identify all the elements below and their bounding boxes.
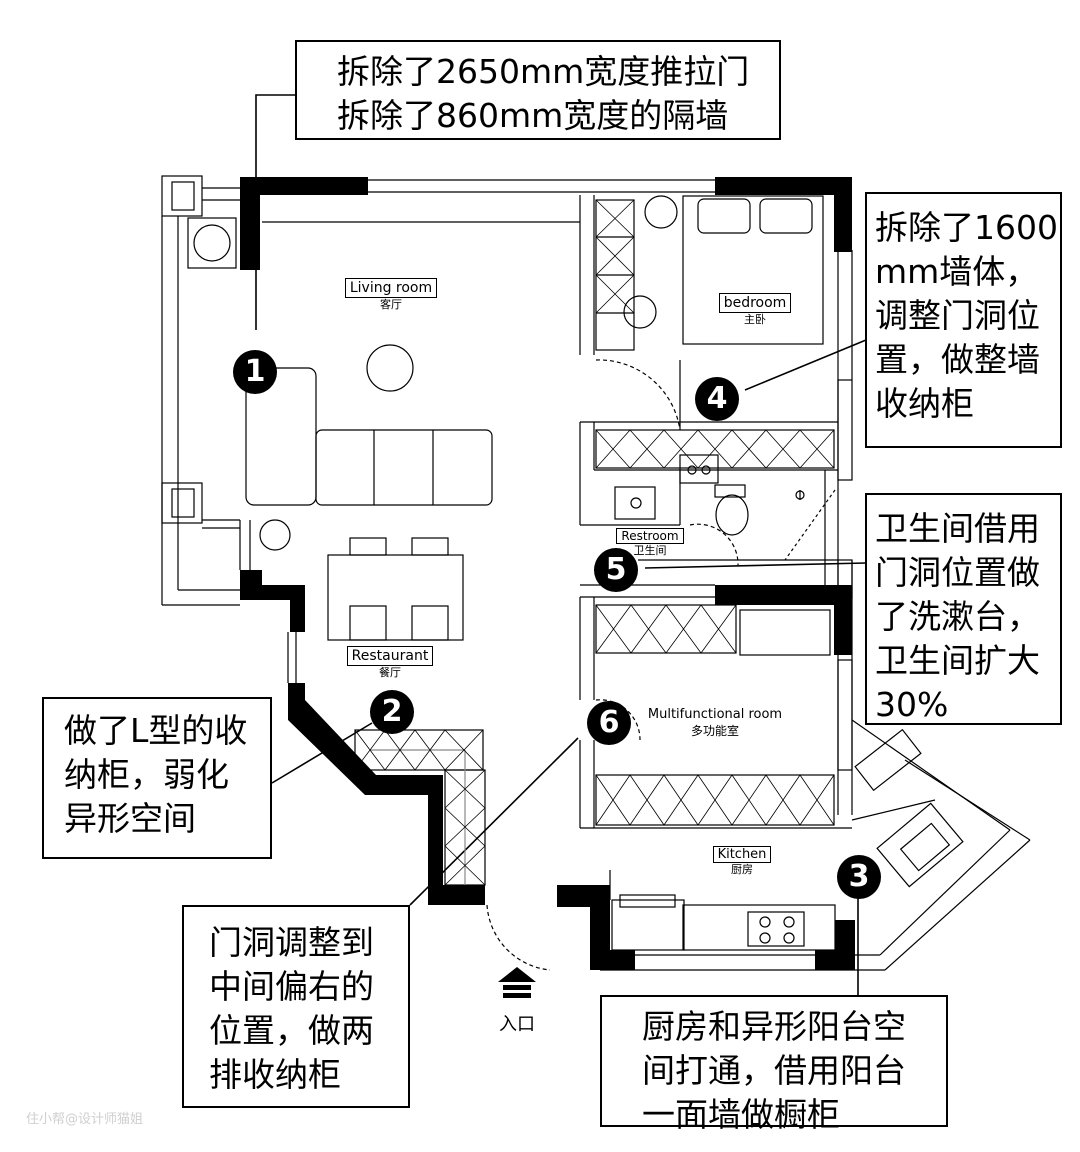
room-restaurant: Restaurant 餐厅 <box>342 645 438 680</box>
room-kitchen-en: Kitchen <box>712 846 772 863</box>
room-kitchen-cn: 厨房 <box>731 863 753 876</box>
badge-5: 5 <box>594 548 638 592</box>
callout-kitchen: 厨房和异形阳台空 间打通，借用阳台 一面墙做橱柜 <box>600 995 948 1134</box>
room-living: Living room 客厅 <box>335 277 447 312</box>
badge-2: 2 <box>370 690 414 734</box>
room-multi-en: Multifunctional room <box>647 707 783 722</box>
badge-1: 1 <box>233 350 277 394</box>
watermark: 住小帮@设计师猫姐 <box>26 1112 144 1127</box>
callout-restroom: 卫生间借用 门洞位置做 了洗漱台， 卫生间扩大 30% <box>865 493 1062 725</box>
room-restroom: Restroom 卫生间 <box>610 525 690 558</box>
badge-3: 3 <box>837 855 881 899</box>
entrance-arrow-icon <box>498 967 536 998</box>
room-living-en: Living room <box>344 278 438 298</box>
callout-remove-wall: 拆除了1600 mm墙体， 调整门洞位 置，做整墙 收纳柜 <box>865 192 1062 448</box>
thick-walls <box>240 177 855 970</box>
room-bedroom-cn: 主卧 <box>744 313 766 326</box>
room-kitchen: Kitchen 厨房 <box>708 843 776 877</box>
room-restaurant-cn: 餐厅 <box>379 666 401 679</box>
room-restaurant-en: Restaurant <box>346 646 434 666</box>
room-bedroom-en: bedroom <box>718 293 792 313</box>
callout-remove-door: 拆除了2650mm宽度推拉门 拆除了860mm宽度的隔墙 <box>295 40 781 140</box>
room-multi-cn: 多功能室 <box>690 724 739 738</box>
room-living-cn: 客厅 <box>380 298 402 311</box>
room-restroom-cn: 卫生间 <box>633 544 667 557</box>
callout-door-shift: 门洞调整到 中间偏右的 位置，做两 排收纳柜 <box>182 905 410 1108</box>
callout-l-cabinet: 做了L型的收 纳柜，弱化 异形空间 <box>42 697 272 859</box>
entrance-label: 入口 <box>499 1014 535 1035</box>
interior-walls <box>239 195 852 971</box>
cabinet-hatching <box>354 199 835 886</box>
badge-6: 6 <box>587 701 631 745</box>
room-restroom-en: Restroom <box>616 528 684 544</box>
badge-4: 4 <box>695 377 739 421</box>
room-multifunctional: Multifunctional room 多功能室 <box>640 703 790 738</box>
room-bedroom: bedroom 主卧 <box>712 292 798 327</box>
